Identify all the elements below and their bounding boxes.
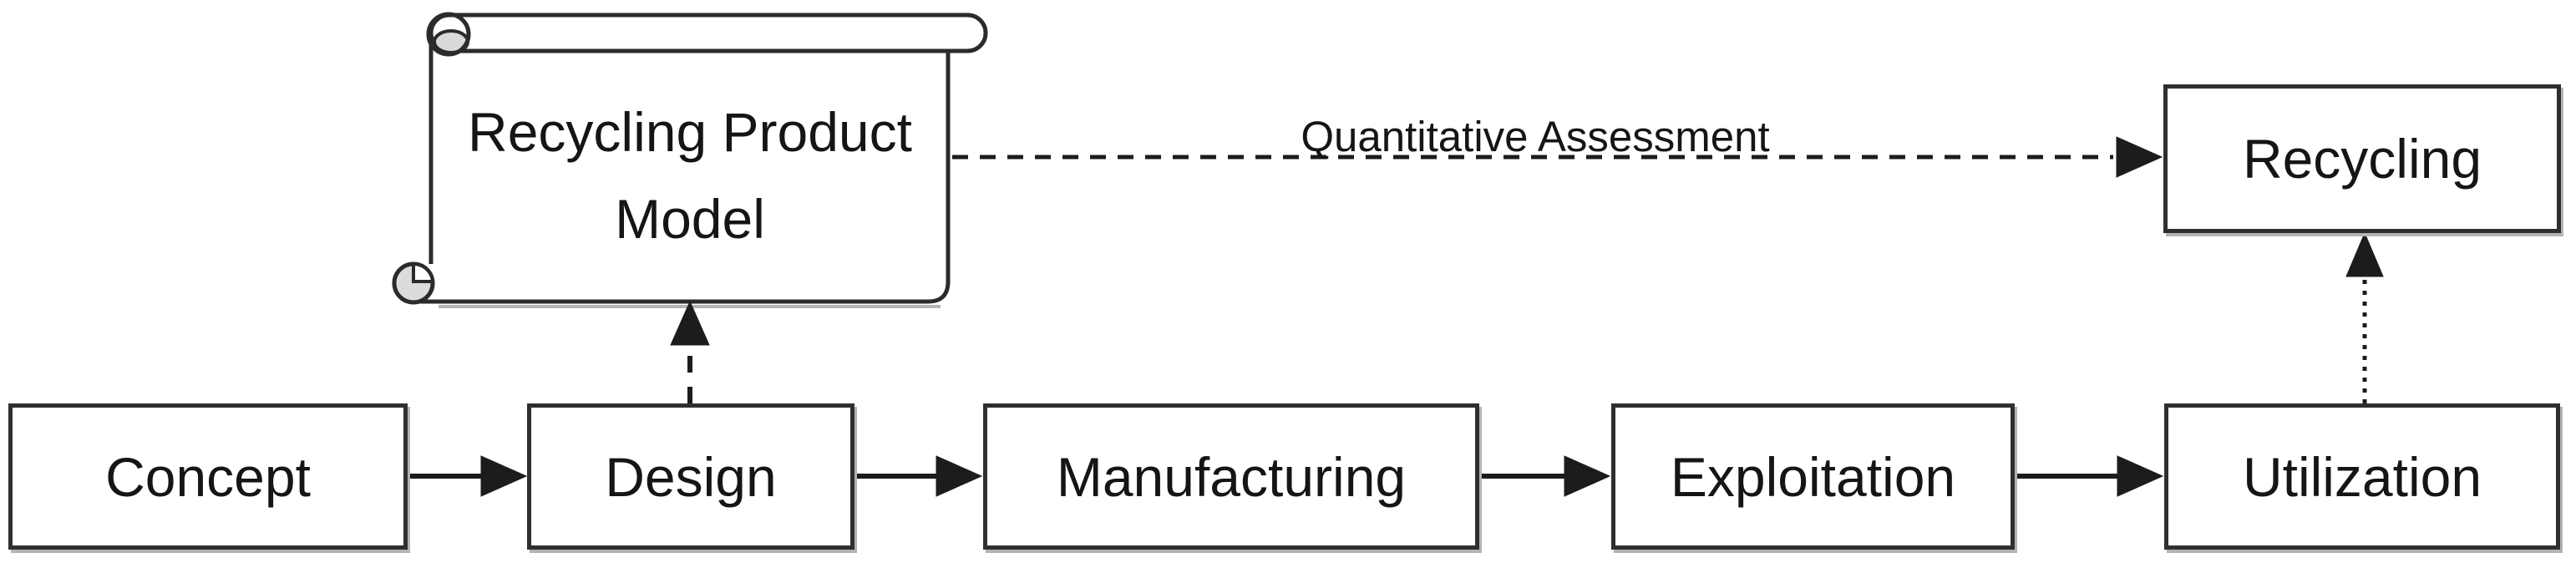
node-manufacturing: Manufacturing — [983, 403, 1479, 550]
edge-model-recycling — [952, 136, 2163, 178]
arrowhead — [936, 455, 983, 497]
arrowhead — [2345, 231, 2384, 277]
arrowhead — [670, 300, 710, 346]
node-concept-label: Concept — [105, 445, 311, 508]
scroll-top-curl — [426, 12, 471, 57]
scroll-body — [422, 33, 948, 302]
edge-design-model — [670, 300, 710, 403]
edge-concept-design — [409, 455, 528, 497]
edge-model-recycling-label: Quantitative Assessment — [1301, 113, 1770, 160]
node-recycling: Recycling — [2163, 84, 2561, 233]
node-design-label: Design — [605, 445, 777, 508]
node-design: Design — [527, 403, 854, 550]
scroll-bottom-curl-fold — [412, 261, 435, 283]
node-concept: Concept — [8, 403, 408, 550]
node-recycling-label: Recycling — [2242, 128, 2482, 190]
scroll-body-outline — [418, 48, 951, 304]
edge-utilization-recycling — [2345, 231, 2384, 403]
arrowhead — [2116, 136, 2163, 178]
edge-design-manufacturing — [856, 455, 983, 497]
arrowhead — [1564, 455, 1611, 497]
flow-arrows — [409, 455, 2164, 497]
edge-exploitation-utilization — [2016, 455, 2164, 497]
node-manufacturing-label: Manufacturing — [1056, 445, 1407, 508]
node-exploitation-label: Exploitation — [1670, 445, 1956, 508]
node-model-label: Recycling Product Model — [468, 101, 912, 250]
arrowhead — [480, 455, 528, 497]
scroll-top-roll — [428, 13, 988, 53]
edge-manufacturing-exploitation — [1482, 455, 1611, 497]
scroll-shape — [392, 12, 988, 308]
arrowhead — [2117, 455, 2164, 497]
node-exploitation: Exploitation — [1611, 403, 2015, 550]
node-utilization-label: Utilization — [2242, 445, 2482, 508]
node-utilization: Utilization — [2164, 403, 2560, 550]
